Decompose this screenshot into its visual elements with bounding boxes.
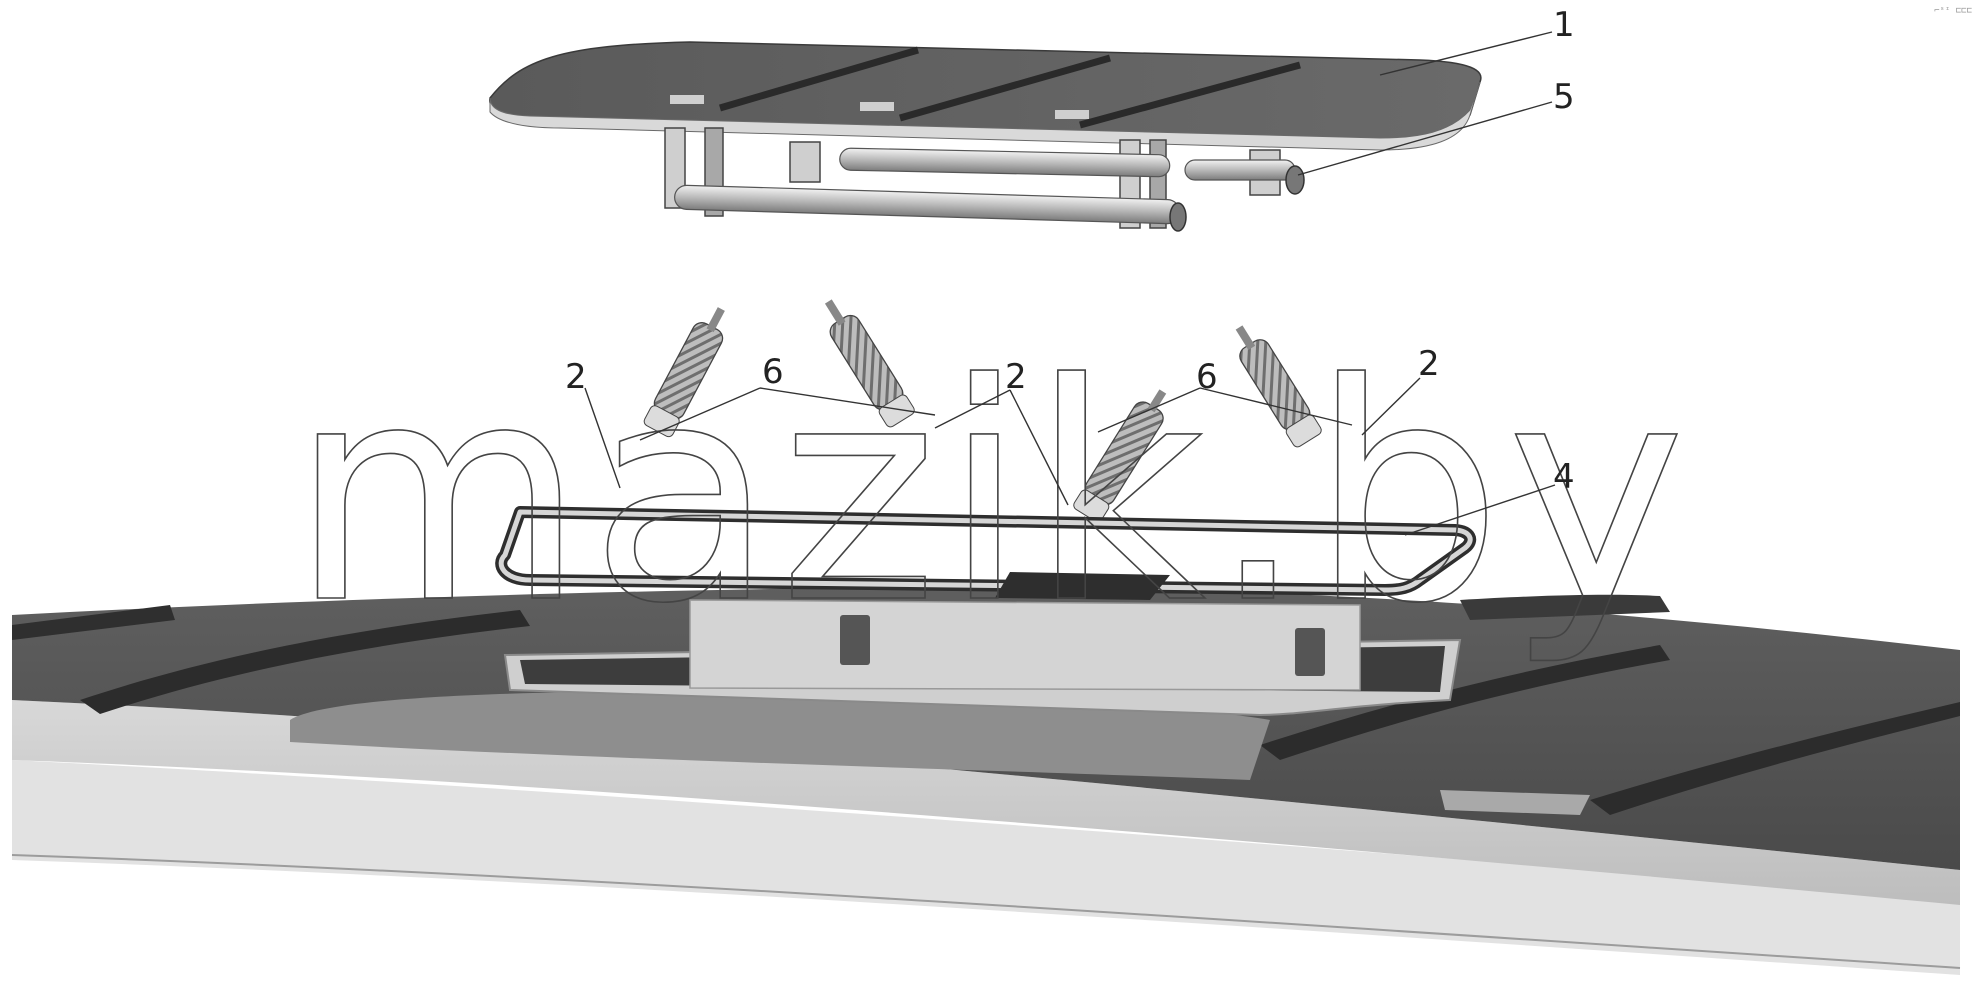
callout-pivot: 5 [1553,77,1575,117]
leader-lines [584,31,1556,536]
corner-mark: ⌐ˢᶦ ⊏⊏⊏ [1934,6,1972,16]
spring-3 [1073,389,1167,523]
spring-2 [824,299,915,428]
callout-spring-bracket-2: 2 [1005,357,1027,397]
spring-4 [1235,325,1322,448]
roof-panel [11,586,1961,975]
callout-spring-1: 6 [762,352,784,392]
hatch-frame [495,506,1477,600]
callout-frame: 4 [1553,457,1575,497]
callout-lid: 1 [1553,5,1575,45]
callout-spring-bracket-1: 2 [565,357,587,397]
watermark: mazik.by [290,320,1690,669]
spring-1 [643,307,725,438]
callout-spring-2: 6 [1196,357,1218,397]
callout-spring-bracket-3: 2 [1418,344,1440,384]
hatch-lid [489,41,1482,232]
